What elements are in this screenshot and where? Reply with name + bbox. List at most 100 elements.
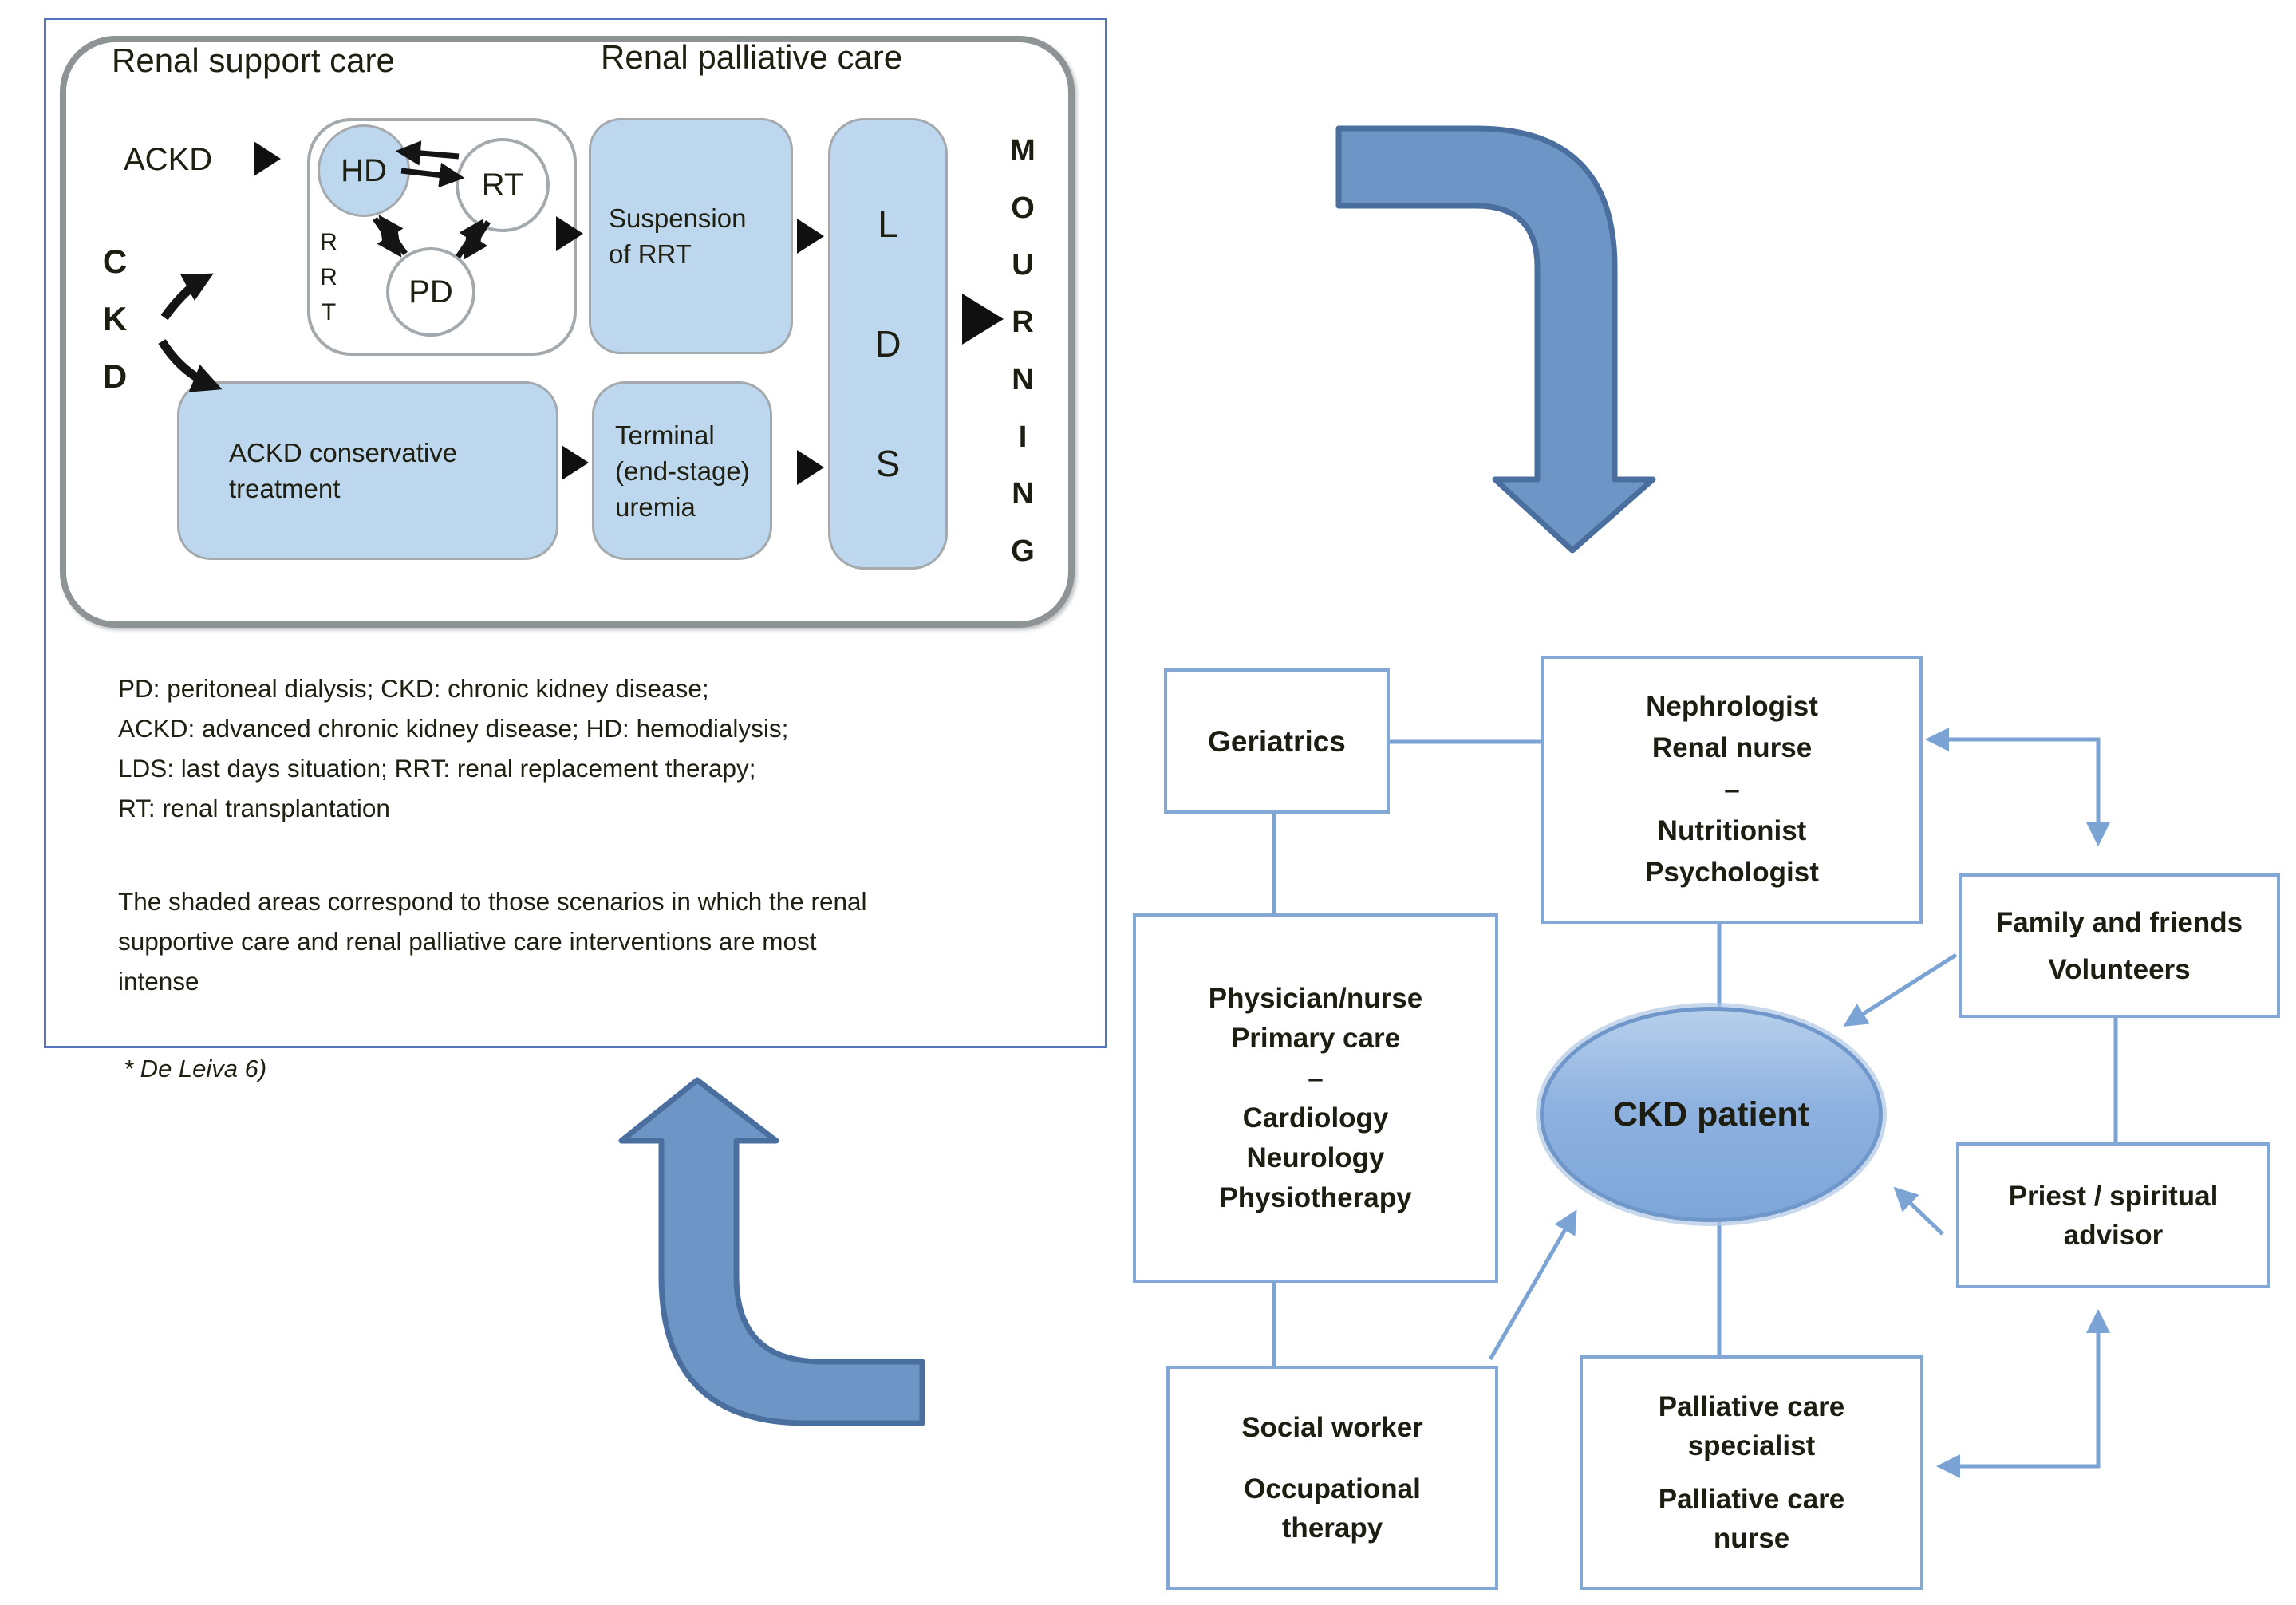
social-line-3: therapy — [1281, 1512, 1383, 1544]
arrow-rrt-to-suspension — [556, 216, 583, 251]
ackd-conservative-box: ACKD conservative treatment — [177, 381, 558, 560]
physician-line-4: Cardiology — [1242, 1102, 1389, 1134]
geriatrics-box: Geriatrics — [1164, 668, 1390, 814]
mourning-letter-1: O — [1011, 191, 1035, 225]
big-up-arrow — [618, 1077, 925, 1426]
arrow-ckd-to-ackd — [160, 273, 214, 321]
title-renal-palliative-care: Renal palliative care — [601, 38, 903, 76]
rrt-letter-stack: R R T — [313, 225, 345, 330]
physician-primary-care-box: Physician/nurse Primary care – Cardiolog… — [1133, 913, 1498, 1283]
palliative-line-1: Palliative care — [1658, 1391, 1845, 1422]
pd-circle: PD — [386, 247, 475, 337]
link-nephrologist-family — [1925, 728, 2110, 846]
arrow-lds-to-mourning — [962, 294, 1004, 345]
legend-line-3: LDS: last days situation; RRT: renal rep… — [118, 754, 756, 783]
physician-line-2: Primary care — [1230, 1022, 1401, 1054]
hd-circle: HD — [318, 124, 410, 217]
legend-line-2: ACKD: advanced chronic kidney disease; H… — [118, 714, 789, 743]
hd-label: HD — [341, 152, 387, 188]
mourning-letter-0: M — [1010, 134, 1036, 168]
arrow-ackd-to-rrt — [254, 141, 281, 176]
nephrologist-line-1: Nephrologist — [1646, 691, 1818, 722]
physician-line-5: Neurology — [1246, 1142, 1385, 1173]
mourning-letter-stack: M O U R N I N G — [995, 134, 1051, 569]
social-line-1: Social worker — [1241, 1412, 1423, 1443]
arrow-priest-to-patient — [1893, 1186, 1944, 1236]
arrow-social-to-patient — [1488, 1209, 1577, 1361]
mourning-letter-7: G — [1011, 534, 1035, 568]
terminal-uremia-box: Terminal (end-stage) uremia — [592, 381, 772, 560]
nephrologist-box: Nephrologist Renal nurse – Nutritionist … — [1541, 656, 1923, 924]
lds-letter-s: S — [875, 443, 901, 484]
terminal-line-3: uremia — [615, 491, 696, 522]
family-friends-box: Family and friends Volunteers — [1959, 873, 2280, 1018]
nephrologist-line-4: Nutritionist — [1657, 815, 1807, 846]
title-renal-support-care: Renal support care — [112, 41, 395, 79]
palliative-line-4: nurse — [1713, 1523, 1790, 1554]
family-line-1: Family and friends — [1995, 906, 2243, 938]
note-line-1: The shaded areas correspond to those sce… — [118, 887, 867, 916]
ckd-patient-label: CKD patient — [1612, 1094, 1810, 1134]
suspension-line-1: Suspension — [609, 203, 747, 233]
ckd-letter-stack: C K D — [94, 233, 136, 405]
palliative-care-box: Palliative care specialist Palliative ca… — [1580, 1355, 1923, 1590]
physician-line-1: Physician/nurse — [1208, 982, 1423, 1014]
ckd-letter-k: K — [102, 300, 128, 337]
arrow-ckd-to-conservative — [158, 339, 223, 392]
ckd-branch-arrows — [158, 273, 223, 392]
ckd-letter-c: C — [102, 243, 128, 280]
arrow-hd-to-rt — [400, 162, 465, 188]
lds-letter-l: L — [878, 203, 898, 245]
physician-line-6: Physiotherapy — [1219, 1181, 1412, 1213]
suspension-line-2: of RRT — [609, 239, 692, 269]
terminal-line-2: (end-stage) — [615, 455, 750, 486]
arrow-conservative-to-terminal — [562, 445, 589, 480]
conservative-line-2: treatment — [229, 474, 341, 503]
mourning-letter-2: U — [1012, 248, 1034, 282]
conservative-line-1: ACKD conservative — [229, 438, 458, 467]
mourning-letter-5: I — [1018, 420, 1028, 454]
arrow-rt-to-pd — [463, 220, 491, 260]
ackd-label: ACKD — [124, 142, 213, 177]
rt-circle: RT — [456, 138, 550, 232]
family-line-2: Volunteers — [2048, 953, 2191, 985]
lds-letter-d: D — [874, 323, 901, 365]
rrt-letter-r2: R — [320, 264, 337, 290]
ckd-letter-d: D — [102, 357, 128, 395]
terminal-line-1: Terminal — [615, 420, 715, 450]
social-line-2: Occupational — [1244, 1473, 1421, 1504]
priest-line-2: advisor — [2063, 1219, 2164, 1251]
mourning-letter-4: N — [1012, 362, 1034, 396]
nephrologist-line-5: Psychologist — [1645, 857, 1819, 888]
arrow-rt-to-hd — [395, 140, 460, 166]
note-line-3: intense — [118, 967, 199, 996]
rrt-letter-t: T — [321, 299, 337, 325]
pd-label: PD — [408, 274, 453, 310]
palliative-line-2: specialist — [1687, 1430, 1816, 1461]
arrow-terminal-to-lds — [797, 450, 824, 485]
arrow-hd-to-pd — [373, 217, 402, 258]
social-worker-box: Social worker Occupational therapy — [1166, 1366, 1498, 1590]
network-connectors — [1272, 728, 2118, 1478]
mourning-letter-6: N — [1012, 477, 1034, 511]
note-line-2: supportive care and renal palliative car… — [118, 927, 817, 956]
arrow-suspension-to-lds — [797, 219, 824, 254]
citation-de-leiva: * De Leiva 6) — [124, 1055, 267, 1082]
link-palliative-priest — [1936, 1309, 2110, 1478]
arrow-family-to-patient — [1843, 952, 1958, 1027]
legend-line-1: PD: peritoneal dialysis; CKD: chronic ki… — [118, 674, 709, 703]
big-down-arrow — [1335, 125, 1656, 554]
rrt-letter-r1: R — [320, 229, 337, 255]
palliative-line-3: Palliative care — [1658, 1484, 1845, 1515]
suspension-of-rrt-box: Suspension of RRT — [589, 118, 793, 354]
physician-line-3: – — [1308, 1062, 1324, 1094]
geriatrics-label: Geriatrics — [1208, 724, 1346, 758]
flow-arrowheads — [254, 141, 1004, 485]
priest-spiritual-box: Priest / spiritual advisor — [1956, 1142, 2270, 1288]
rt-label: RT — [481, 167, 524, 203]
rrt-exchange-arrows — [373, 140, 491, 260]
ckd-patient-ellipse: CKD patient — [1540, 1007, 1883, 1222]
nephrologist-line-3: – — [1724, 774, 1740, 805]
